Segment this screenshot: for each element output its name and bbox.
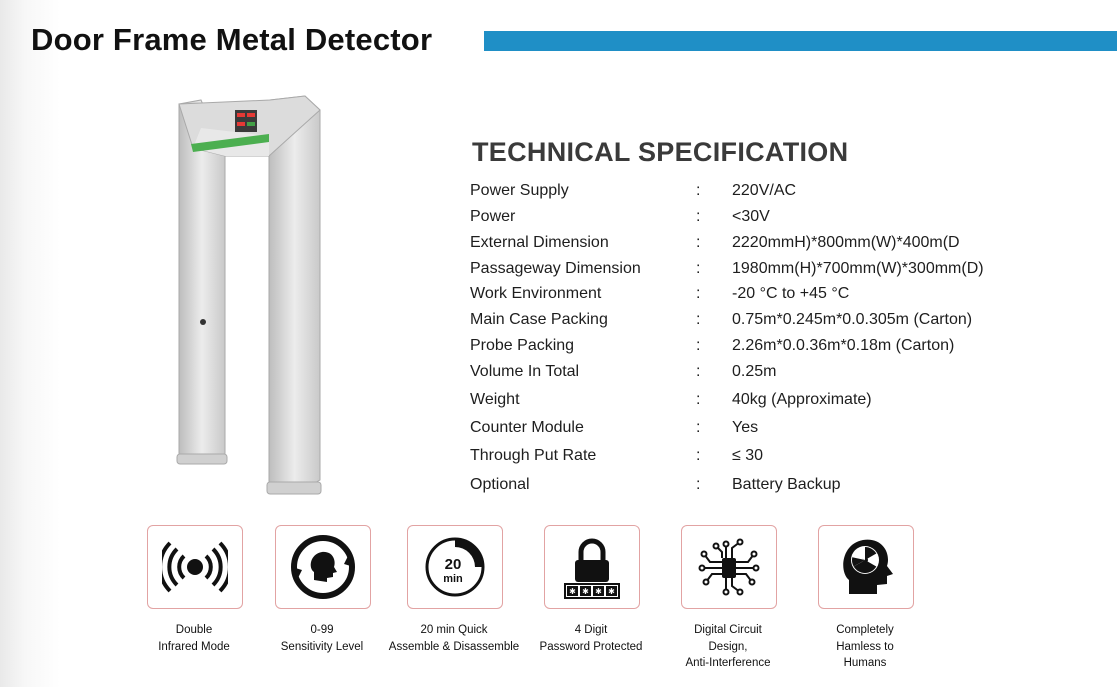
page-title: Door Frame Metal Detector [31,22,433,57]
spec-heading: TECHNICAL SPECIFICATION [472,137,849,167]
spec-value: 40kg (Approximate) [732,391,872,408]
walk-through-metal-detector-photo [165,92,335,502]
spec-separator: : [696,419,701,436]
circuit-chip-icon [698,538,760,596]
feature-caption: 4 Digit Password Protected [539,624,643,653]
svg-text:✱: ✱ [608,587,615,596]
svg-text:min: min [443,573,463,585]
spec-value: 0.25m [732,363,777,380]
radiation-head-icon [843,539,893,594]
svg-text:✱: ✱ [595,587,602,596]
spec-value: Yes [732,419,759,436]
spec-separator: : [696,363,701,380]
spec-separator: : [696,182,701,199]
feature-icon-box: ✱ ✱ ✱ ✱ [544,525,640,609]
feature-icon-box [681,525,777,609]
spec-label: Optional [470,476,530,493]
spec-label: Volume In Total [470,363,580,380]
spec-label: Power [470,208,516,225]
title-accent-bar [484,31,1117,51]
svg-text:✱: ✱ [569,587,576,596]
spec-separator: : [696,337,701,354]
spec-value: ≤ 30 [732,447,764,464]
spec-separator: : [696,260,701,277]
feature-caption: Completely Hamless to Humans [836,624,894,669]
spec-separator: : [696,285,701,302]
head-sensitivity-icon [291,535,355,599]
feature-caption: Double Infrared Mode [158,624,230,653]
feature-icon-box [147,525,243,609]
spec-separator: : [696,234,701,251]
spec-label: Work Environment [470,285,602,302]
spec-separator: : [696,208,701,225]
spec-value: 1980mm(H)*700mm(W)*300mm(D) [732,260,984,277]
spec-label: Passageway Dimension [470,260,641,277]
spec-label: Probe Packing [470,337,575,354]
spec-label: Counter Module [470,419,584,436]
feature-icon-box: 20 min [407,525,503,609]
spec-value: 2.26m*0.0.36m*0.18m (Carton) [732,337,955,354]
spec-separator: : [696,311,701,328]
spec-label: Main Case Packing [470,311,608,328]
spec-value: 220V/AC [732,182,797,199]
spec-separator: : [696,476,701,493]
spec-label: Power Supply [470,182,569,199]
infrared-signal-icon [162,541,228,593]
spec-value: <30V [732,208,770,225]
feature-caption: 0-99 Sensitivity Level [280,624,364,653]
spec-separator: : [696,391,701,408]
feature-icon-box [818,525,914,609]
svg-text:✱: ✱ [582,587,589,596]
feature-icon-box [275,525,371,609]
spec-value: 0.75m*0.245m*0.0.305m (Carton) [732,311,973,328]
spec-separator: : [696,447,701,464]
svg-text:20: 20 [445,556,462,573]
spec-value: -20 °C to +45 °C [732,285,850,302]
spec-value: Battery Backup [732,476,841,493]
spec-label: Weight [470,391,520,408]
spec-value: 2220mmH)*800mm(W)*400m(D [732,234,960,251]
feature-caption: Digital Circuit Design, Anti-Interferenc… [685,624,771,669]
feature-caption: 20 min Quick Assemble & Disassemble [388,624,520,653]
padlock-password-icon: ✱ ✱ ✱ ✱ [564,538,620,599]
timer-icon: 20 min [425,537,485,597]
spec-label: Through Put Rate [470,447,597,464]
spec-label: External Dimension [470,234,609,251]
